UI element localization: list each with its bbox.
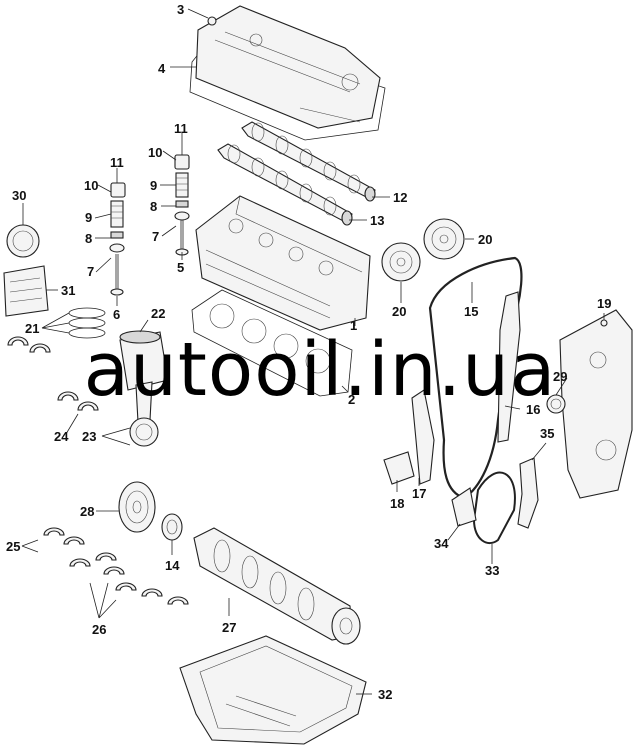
- camshaft-sprocket-intake: [423, 218, 465, 260]
- callout-10-right: 10: [148, 145, 162, 160]
- callout-27: 27: [222, 620, 236, 635]
- callout-11-left: 11: [110, 155, 124, 170]
- sensor-block: [3, 265, 49, 317]
- oil-pump-tensioner: [451, 487, 477, 527]
- callout-13: 13: [370, 213, 384, 228]
- timing-cover: [559, 309, 633, 499]
- callout-29: 29: [553, 369, 567, 384]
- callout-16: 16: [526, 402, 540, 417]
- crankshaft-seal: [6, 224, 40, 258]
- callout-26: 26: [92, 622, 106, 637]
- callout-9-left: 9: [85, 210, 92, 225]
- callout-22: 22: [151, 306, 165, 321]
- camshaft-sprocket-exhaust: [381, 242, 421, 282]
- exhaust-camshaft: [217, 143, 353, 226]
- chain-tensioner: [383, 451, 415, 485]
- valve-train-right: [174, 154, 190, 256]
- valve-train-left: [109, 182, 126, 296]
- callout-numbers: 3 4 11 10 9 8 7 5 11 10 9 8 7 6 12 13 30…: [6, 2, 611, 702]
- callout-10-left: 10: [84, 178, 98, 193]
- callout-25: 25: [6, 539, 20, 554]
- main-bearings: [43, 527, 189, 605]
- front-seal: [161, 513, 183, 541]
- callout-8-right: 8: [150, 199, 157, 214]
- piston-rings: [68, 307, 106, 339]
- oil-pan: [179, 635, 367, 745]
- rod-bearings: [7, 336, 99, 411]
- callout-34: 34: [434, 536, 449, 551]
- callout-15: 15: [464, 304, 478, 319]
- callout-18: 18: [390, 496, 404, 511]
- callout-2: 2: [348, 392, 355, 407]
- valve-cover: [195, 5, 381, 129]
- callout-3: 3: [177, 2, 184, 17]
- piston: [119, 330, 169, 391]
- connecting-rod: [129, 381, 159, 447]
- cylinder-head: [195, 195, 371, 331]
- oil-pump-chain: [472, 471, 516, 545]
- callout-11-right: 11: [174, 121, 188, 136]
- callout-21: 21: [25, 321, 39, 336]
- chain-guide-right: [497, 291, 521, 443]
- callout-8-left: 8: [85, 231, 92, 246]
- callout-6: 6: [113, 307, 120, 322]
- valve-cover-bolt: [207, 16, 217, 26]
- chain-guide-left: [411, 389, 435, 485]
- callout-7-right: 7: [152, 229, 159, 244]
- callout-24: 24: [54, 429, 69, 444]
- callout-32: 32: [378, 687, 392, 702]
- oil-pump-guide: [517, 457, 539, 529]
- callout-4: 4: [158, 61, 166, 76]
- cover-seal: [546, 394, 566, 414]
- callout-23: 23: [82, 429, 96, 444]
- callout-5: 5: [177, 260, 184, 275]
- callout-20-lower: 20: [392, 304, 406, 319]
- callout-14: 14: [165, 558, 180, 573]
- callout-33: 33: [485, 563, 499, 578]
- callout-12: 12: [393, 190, 407, 205]
- callout-17: 17: [412, 486, 426, 501]
- callout-30: 30: [12, 188, 26, 203]
- callout-28: 28: [80, 504, 94, 519]
- crankshaft-pulley: [118, 481, 156, 533]
- callout-35: 35: [540, 426, 554, 441]
- intake-camshaft: [241, 121, 376, 202]
- callout-20-upper: 20: [478, 232, 492, 247]
- callout-7-left: 7: [87, 264, 94, 279]
- callout-19: 19: [597, 296, 611, 311]
- callout-31: 31: [61, 283, 75, 298]
- callout-9-right: 9: [150, 178, 157, 193]
- crankshaft: [193, 527, 361, 645]
- callout-1: 1: [350, 318, 357, 333]
- leader-lines: [21, 8, 605, 695]
